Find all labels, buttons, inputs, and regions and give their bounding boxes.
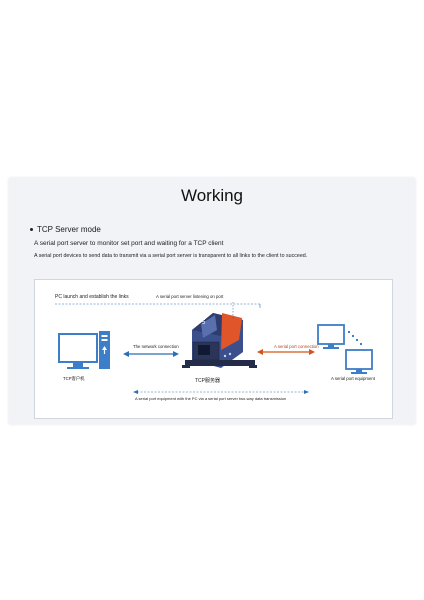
- bullet-icon: [30, 228, 33, 232]
- mode-heading: TCP Server mode: [30, 225, 101, 234]
- two-way-transmission-label: A serial port equipment with the PC via …: [135, 396, 287, 401]
- serial-server-device: [182, 313, 257, 368]
- serial-arrow: [257, 349, 315, 355]
- page-title: Working: [180, 186, 244, 205]
- two-way-transmission-arrow: [133, 390, 309, 394]
- serial-equipment-label: A serial port equipment: [331, 376, 375, 381]
- mode-description: A serial port devices to send data to tr…: [34, 253, 308, 259]
- device-number: 5: [202, 320, 206, 326]
- network-connection-label: The network connection: [133, 344, 179, 349]
- more-equipment-dots: [348, 331, 362, 345]
- serial-equipment-monitor-1: [317, 324, 345, 349]
- serial-equipment-monitor-2: [345, 349, 373, 374]
- serial-connection-label: A serial port connection: [274, 344, 319, 349]
- network-arrow: [123, 351, 179, 357]
- diagram-graphic: [55, 302, 373, 394]
- pc-launch-label: PC launch and establish the links: [55, 294, 129, 300]
- mode-heading-text: TCP Server mode: [37, 225, 101, 234]
- tcp-server-label: TCP服务器: [195, 378, 221, 384]
- tcp-client-label: TCP客户机: [63, 376, 85, 381]
- diagram-frame: PC launch and establish the links A seri…: [34, 279, 393, 419]
- tcp-client-pc-icon: [58, 331, 110, 369]
- server-listening-label: A serial port server listening on port: [156, 294, 224, 299]
- mode-subtitle: A serial port server to monitor set port…: [34, 240, 224, 247]
